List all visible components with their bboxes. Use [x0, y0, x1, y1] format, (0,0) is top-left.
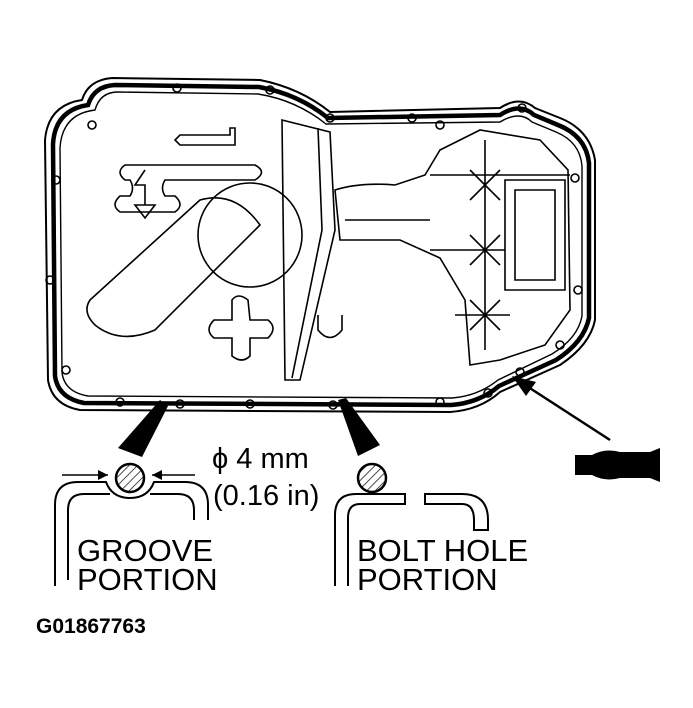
- bead-diameter-mm: ϕ 4 mm: [212, 443, 309, 475]
- oil-pan-interior: [86, 118, 571, 381]
- bolt-hole-label-line2: PORTION: [357, 562, 498, 597]
- sealant-bead-section: [114, 462, 146, 494]
- groove-pointer-icon: [118, 400, 168, 457]
- groove-label-line1: GROOVE: [77, 533, 214, 568]
- bolt-hole-pointer-icon: [338, 398, 380, 456]
- figure-id: G01867763: [36, 615, 146, 638]
- bolt-hole-label-line1: BOLT HOLE: [357, 533, 529, 568]
- bead-diameter-in: (0.16 in): [213, 480, 320, 512]
- bolt-holes: [45, 83, 583, 410]
- sealant-tube-icon: [512, 376, 660, 482]
- sealant-bead-bolt-section: [356, 462, 388, 494]
- oil-pan-outline: [43, 76, 596, 414]
- groove-section: [54, 470, 209, 586]
- groove-label-line2: PORTION: [77, 562, 218, 597]
- sealant-bead: [50, 82, 592, 408]
- flange-inner-line: [59, 91, 583, 399]
- bolt-hole-section: [334, 493, 489, 586]
